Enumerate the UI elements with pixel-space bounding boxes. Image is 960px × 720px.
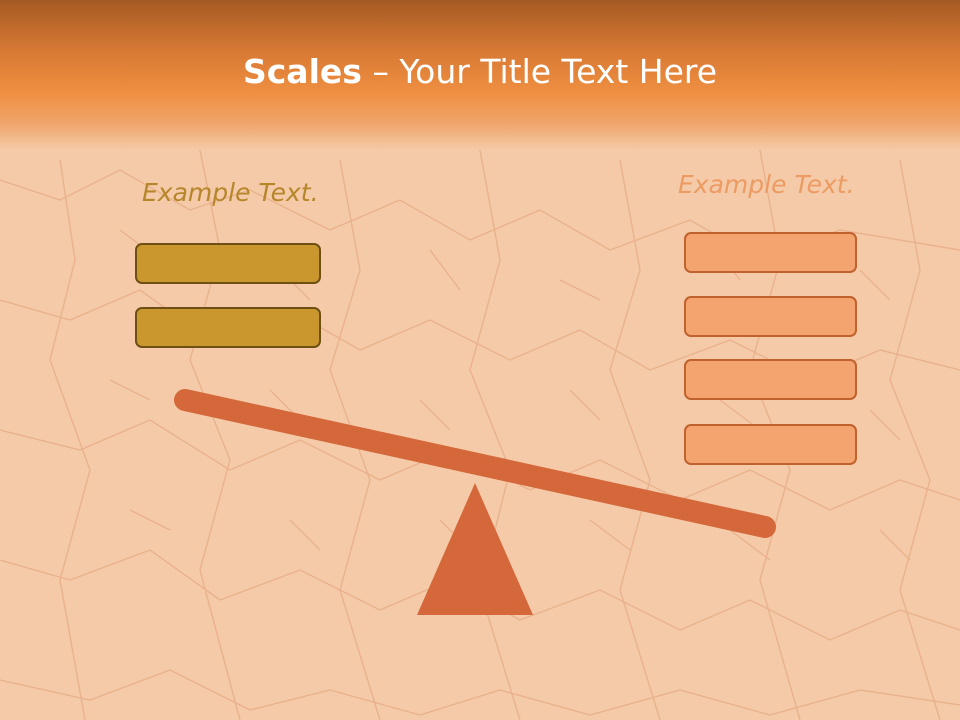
right-box-3 bbox=[684, 359, 857, 400]
title-rest: – Your Title Text Here bbox=[361, 52, 718, 91]
right-label: Example Text. bbox=[678, 170, 855, 199]
right-box-4 bbox=[684, 424, 857, 465]
fulcrum-triangle bbox=[417, 483, 533, 615]
title-band bbox=[0, 0, 960, 150]
scale-beam bbox=[174, 389, 776, 538]
right-box-2 bbox=[684, 296, 857, 337]
left-box-2 bbox=[135, 307, 321, 348]
left-label: Example Text. bbox=[142, 178, 319, 207]
right-box-1 bbox=[684, 232, 857, 273]
title-bold-word: Scales bbox=[242, 52, 362, 91]
left-box-1 bbox=[135, 243, 321, 284]
slide-title: Scales – Your Title Text Here bbox=[0, 52, 960, 91]
